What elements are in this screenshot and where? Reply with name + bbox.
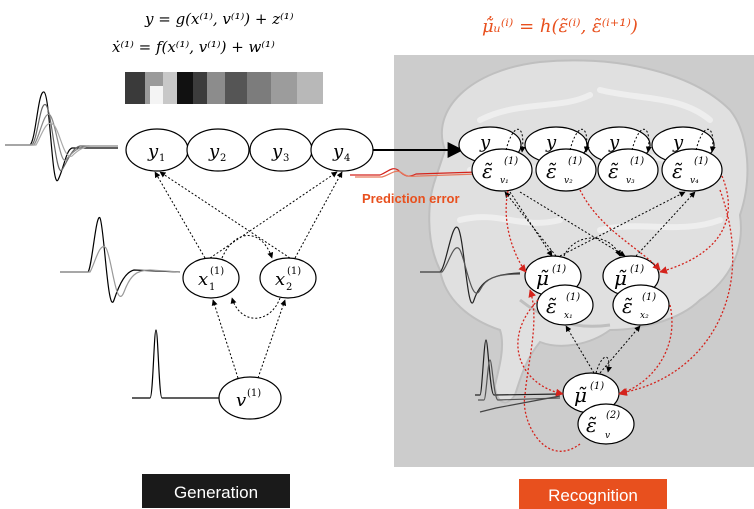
recognition-mu-x-nodes: μ̃ (1) μ̃ (1) ε̃ (1) x₁ ε̃ (1) x₂ xyxy=(524,255,670,326)
x2-sub: 2 xyxy=(286,282,292,293)
x1-label: x xyxy=(198,269,208,290)
mu-x2-sup: (1) xyxy=(630,264,644,275)
rec-y4-label: y xyxy=(672,132,684,153)
eps-x1-label: ε̃ xyxy=(546,294,557,318)
recognition-error-arrows xyxy=(505,175,734,452)
x1-node xyxy=(182,257,240,299)
prediction-error-label: Prediction error xyxy=(362,191,460,206)
eps-v-level2-sub: v xyxy=(605,431,610,441)
observation-equation: y = g(x⁽¹⁾, v⁽¹⁾) + z⁽¹⁾ xyxy=(144,10,294,28)
eps-v-self-loops xyxy=(505,128,716,153)
recognition-label: Recognition xyxy=(548,486,638,505)
mu-v-label: μ̃ xyxy=(574,383,587,407)
eps-v3-label: ε̃ xyxy=(608,159,619,183)
x1-sub: 1 xyxy=(209,282,215,293)
recognition-mu-v-nodes: μ̃ (1) ε̃ (2) v xyxy=(562,372,635,445)
eps-v-level2-sup: (2) xyxy=(606,410,620,421)
eps-v-level2-label: ε̃ xyxy=(586,413,597,437)
x2-sup: (1) xyxy=(287,266,301,277)
x-coupling-arrows xyxy=(221,235,281,319)
sensor-image-strip xyxy=(125,72,323,104)
generation-y-nodes: y 1 y 2 y 3 y 4 xyxy=(125,128,374,172)
y1-label: y xyxy=(147,141,159,162)
rec-y1-label: y xyxy=(479,132,491,153)
eps-x1-sub: x₁ xyxy=(564,311,573,321)
x-to-y-arrows xyxy=(154,171,343,259)
v-sup: (1) xyxy=(247,388,261,399)
mu-v-sup: (1) xyxy=(590,381,604,392)
eps-x2-label: ε̃ xyxy=(622,294,633,318)
y2-label: y xyxy=(208,141,220,162)
recognition-eps-v-nodes: ε̃ (1) v₁ ε̃ (1) v₂ ε̃ (1) v₃ ε̃ (1) v₄ xyxy=(471,148,723,192)
eps-x2-sub: x₂ xyxy=(640,311,649,321)
y4-label: y xyxy=(332,141,344,162)
x2-node xyxy=(259,257,317,299)
eps-x2-sup: (1) xyxy=(642,292,656,303)
eps-v3-sub: v₃ xyxy=(626,176,635,186)
eps-v2-label: ε̃ xyxy=(546,159,557,183)
y2-sub: 2 xyxy=(220,153,226,164)
x-waveform xyxy=(60,217,181,303)
y1-sub: 1 xyxy=(159,153,165,164)
eps-v3-node xyxy=(597,148,659,192)
update-equation: μ̃̇ᵤ⁽ⁱ⁾ = h(ε̃⁽ⁱ⁾, ε̃⁽ⁱ⁺¹⁾) xyxy=(482,14,638,37)
y2-node xyxy=(186,128,250,172)
v-to-x-arrows xyxy=(211,299,287,379)
mu-x1-label: μ̃ xyxy=(536,266,549,290)
x1-sup: (1) xyxy=(210,266,224,277)
eps-v2-node xyxy=(535,148,597,192)
recognition-v-waveform xyxy=(475,339,561,413)
eps-v4-node xyxy=(661,148,723,192)
y3-sub: 3 xyxy=(283,153,289,164)
eps-v4-sup: (1) xyxy=(694,156,708,167)
generation-label: Generation xyxy=(174,483,258,502)
eps-v4-sub: v₄ xyxy=(690,176,699,186)
rec-y3-label: y xyxy=(608,132,620,153)
y3-label: y xyxy=(271,141,283,162)
eps-v1-sup: (1) xyxy=(504,156,518,167)
eps-v4-label: ε̃ xyxy=(672,159,683,183)
state-equation: ẋ⁽¹⁾ = f(x⁽¹⁾, v⁽¹⁾) + w⁽¹⁾ xyxy=(112,38,275,56)
generation-label-box xyxy=(142,474,290,508)
eps-v1-sub: v₁ xyxy=(500,176,509,186)
eps-x1-sup: (1) xyxy=(566,292,580,303)
eps-v2-sup: (1) xyxy=(568,156,582,167)
x2-label: x xyxy=(275,269,285,290)
v-waveform xyxy=(132,329,220,399)
mu-x2-label: μ̃ xyxy=(614,266,627,290)
rec-y2-label: y xyxy=(545,132,557,153)
mu-x1-sup: (1) xyxy=(552,264,566,275)
eps-v3-sup: (1) xyxy=(630,156,644,167)
eps-x2-node xyxy=(612,284,670,326)
recognition-x-waveform xyxy=(420,226,521,304)
y-waveform xyxy=(5,91,118,181)
eps-x1-node xyxy=(536,284,594,326)
eps-v1-label: ε̃ xyxy=(482,159,493,183)
v-label: v xyxy=(236,390,246,411)
eps-v2-level-node xyxy=(577,403,635,445)
eps-v2-sub: v₂ xyxy=(564,176,573,186)
recognition-label-box xyxy=(519,479,667,509)
recognition-dotted-arrows xyxy=(504,191,696,374)
prediction-error-waveform xyxy=(350,168,479,178)
eps-v1-node xyxy=(471,148,533,192)
y4-sub: 4 xyxy=(344,153,350,164)
generation-x-nodes: x 1 (1) x 2 (1) xyxy=(182,257,317,299)
v-node xyxy=(218,376,282,420)
